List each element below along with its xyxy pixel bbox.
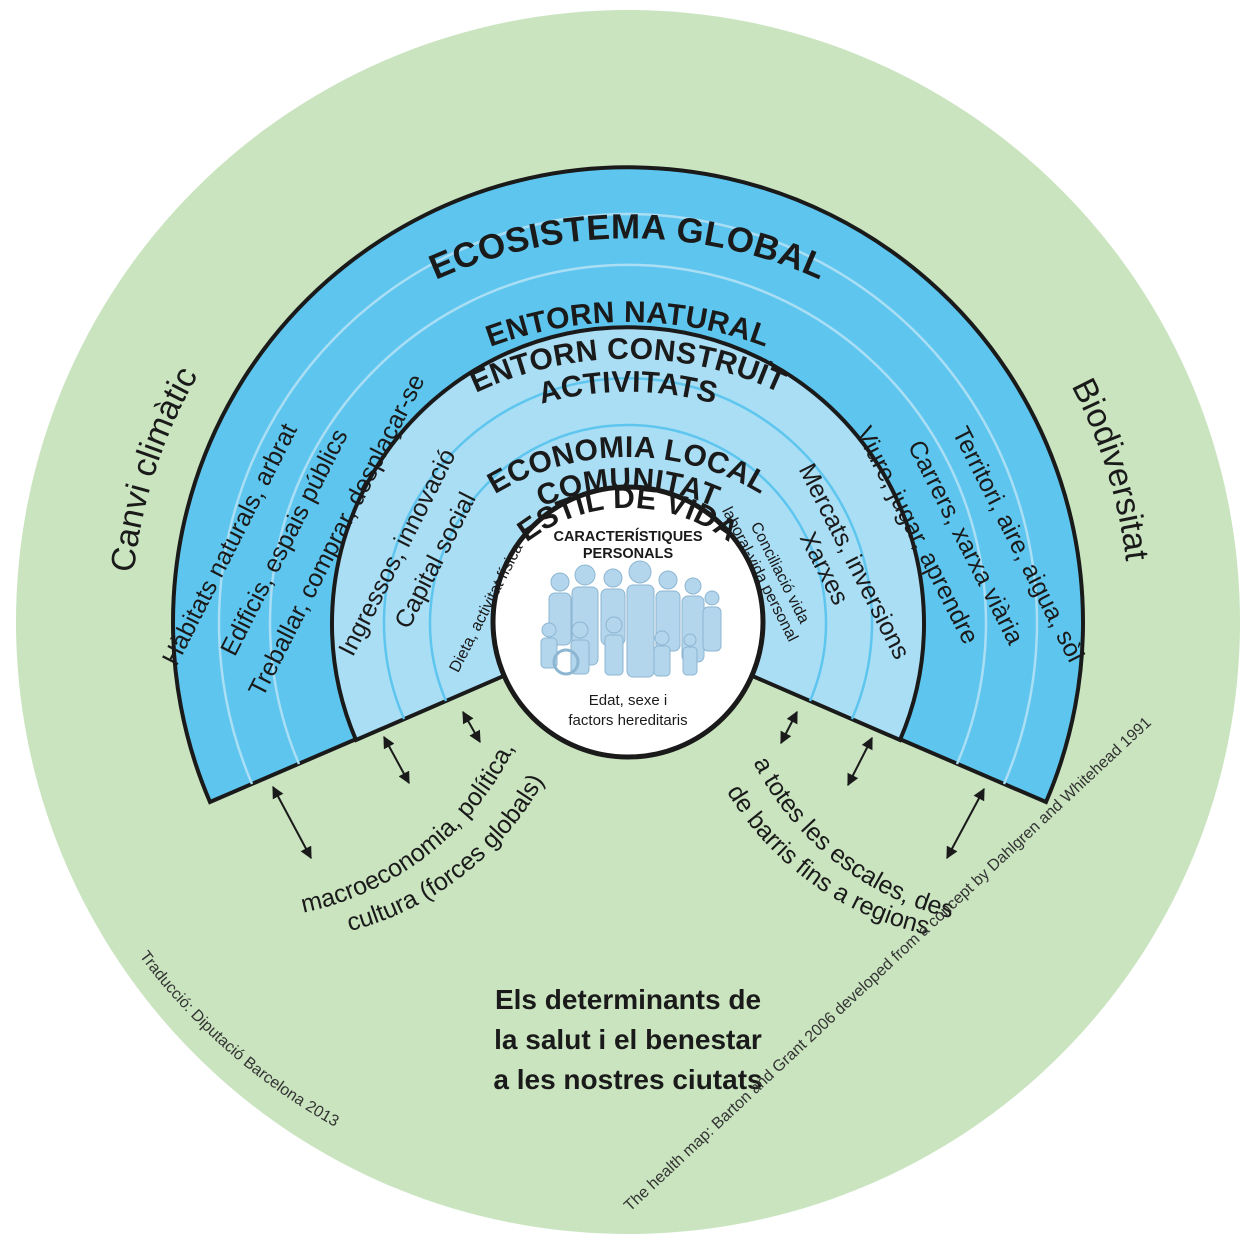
arrow-left-2	[383, 735, 410, 785]
main-title-line1: Els determinants de	[495, 984, 761, 1015]
scale-arrows	[272, 710, 985, 860]
people-group-icon	[540, 560, 722, 678]
personal-title-1: CARACTERÍSTIQUES	[553, 528, 702, 545]
personal-sub-2: factors hereditaris	[568, 712, 687, 729]
arrow-left-1	[272, 785, 312, 860]
divider-natural	[217, 212, 1039, 785]
divider-community	[428, 423, 828, 702]
personal-title-2: PERSONALS	[583, 546, 674, 562]
personal-sub-1: Edat, sexe i	[589, 692, 667, 709]
arrow-right-1	[780, 710, 798, 745]
main-title-line3: a les nostres ciutats	[493, 1064, 762, 1095]
arrow-right-2	[847, 736, 873, 787]
divider-built	[268, 263, 988, 765]
arrow-left-3	[462, 710, 481, 744]
main-title-line2: la salut i el benestar	[494, 1024, 762, 1055]
divider-economy	[382, 377, 874, 720]
arrow-right-3	[946, 787, 985, 860]
